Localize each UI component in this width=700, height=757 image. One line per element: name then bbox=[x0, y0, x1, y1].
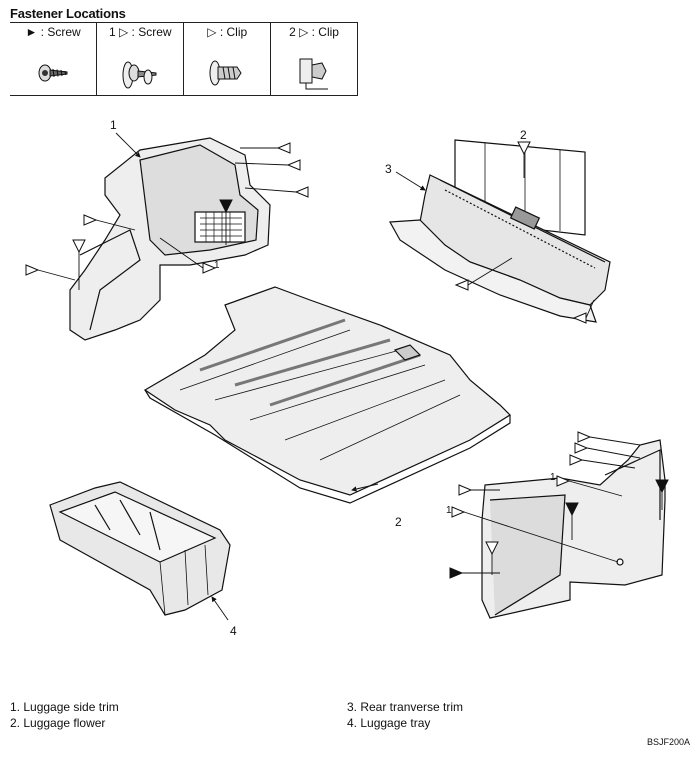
legend-cell-clip-2: 2 ▷ : Clip bbox=[270, 22, 358, 96]
luggage-side-trim-right bbox=[481, 439, 666, 619]
callout-3: 3 bbox=[385, 162, 392, 176]
figure-code: BSJF200A bbox=[646, 737, 690, 747]
parts-item: 4. Luggage tray bbox=[347, 716, 431, 730]
clip-2-icon bbox=[299, 58, 329, 90]
rear-transverse-trim bbox=[389, 139, 611, 323]
luggage-floor bbox=[143, 286, 511, 504]
legend-cell-screw-1: 1 ▷ : Screw bbox=[96, 22, 185, 96]
callout-2-top: 2 bbox=[520, 128, 527, 142]
clip-icon bbox=[209, 60, 242, 86]
callout-2-floor: 2 bbox=[395, 515, 402, 529]
fastener-legend: ► : Screw 1 ▷ : Screw ▷ : Clip bbox=[10, 22, 358, 96]
screw-icon bbox=[38, 64, 68, 82]
marker-number: 1 bbox=[550, 472, 556, 483]
callout-1: 1 bbox=[110, 118, 117, 132]
parts-item: 1. Luggage side trim bbox=[10, 700, 119, 714]
luggage-tray bbox=[49, 481, 231, 616]
legend-label: ▷ : Clip bbox=[207, 25, 248, 39]
marker-number: 1 bbox=[214, 260, 220, 271]
legend-label: 2 ▷ : Clip bbox=[289, 25, 339, 39]
marker-number: 1 bbox=[446, 505, 452, 516]
leader-lines bbox=[37, 132, 663, 621]
screw-washer-icon bbox=[122, 61, 157, 89]
legend-cell-screw: ► : Screw bbox=[10, 22, 98, 96]
legend-cell-clip: ▷ : Clip bbox=[183, 22, 272, 96]
legend-label: 1 ▷ : Screw bbox=[108, 25, 172, 39]
callout-4: 4 bbox=[230, 624, 237, 638]
parts-item: 3. Rear tranverse trim bbox=[347, 700, 464, 714]
fastener-markers bbox=[25, 141, 669, 579]
luggage-side-trim-left bbox=[69, 137, 271, 341]
parts-item: 2. Luggage flower bbox=[10, 716, 106, 730]
legend-label: ► : Screw bbox=[25, 25, 81, 39]
diagram-title: Fastener Locations bbox=[10, 6, 126, 21]
